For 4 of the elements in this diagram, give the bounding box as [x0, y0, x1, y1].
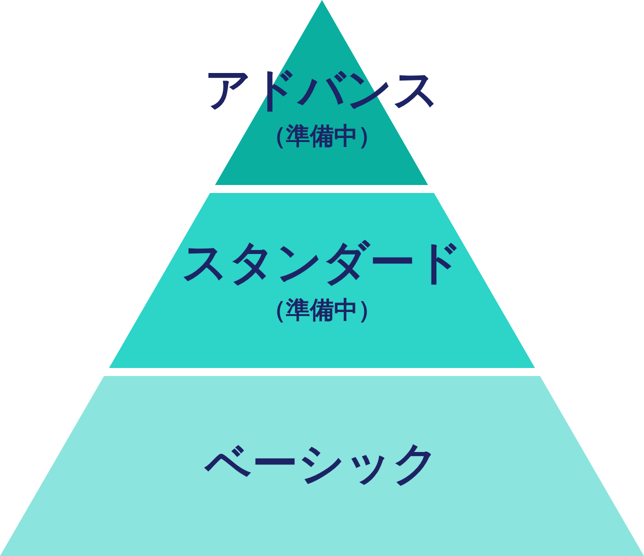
- tier-title: ベーシック: [205, 440, 439, 486]
- tier-status: （準備中）: [262, 298, 382, 322]
- tier-title: スタンダード: [182, 239, 462, 285]
- tier-status: （準備中）: [262, 124, 382, 148]
